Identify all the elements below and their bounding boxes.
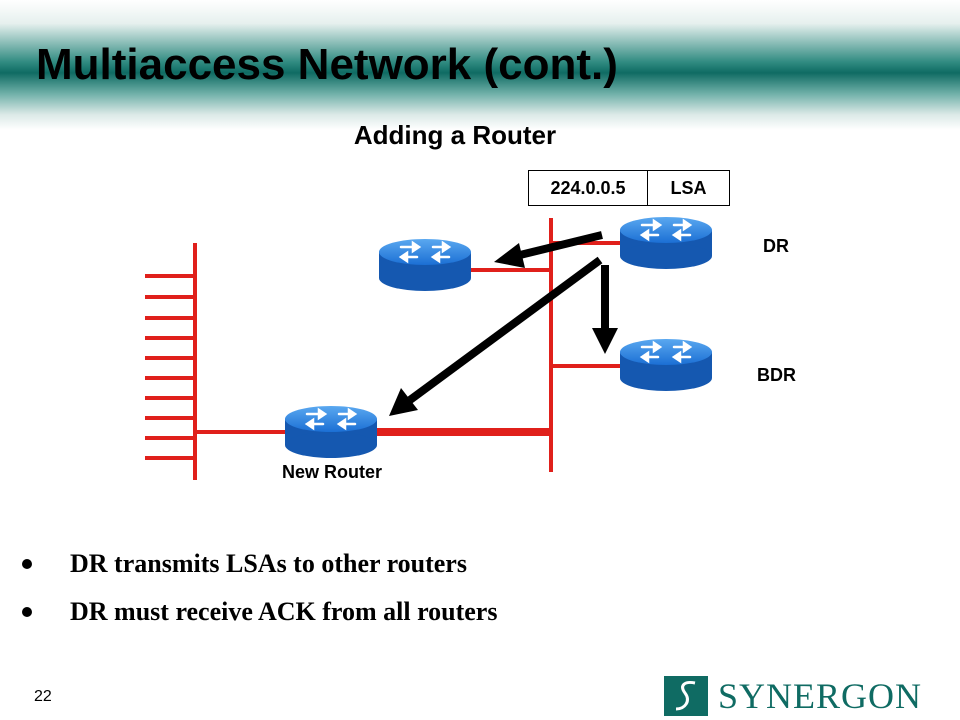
router-dr-icon [618,215,714,271]
bullet-item: DR transmits LSAs to other routers [22,540,497,588]
synergon-logo: SYNERGON [664,675,922,717]
arrow-to-new-router-icon [389,256,603,416]
router-other-icon [377,237,473,293]
bdr-label: BDR [757,365,796,385]
router-new-icon [283,404,379,460]
slide-title: Multiaccess Network (cont.) [36,40,618,89]
synergon-s-mark-icon [664,676,708,716]
page-number: 22 [34,688,52,705]
diagram-subtitle: Adding a Router [353,120,557,150]
arrow-to-bdr-icon [592,265,618,354]
arrow-to-router-icon [494,231,603,268]
bullet-dot-icon [22,607,32,617]
synergon-logo-text: SYNERGON [718,676,923,716]
left-network-segment [145,243,290,480]
new-router-label: New Router [282,462,383,482]
header-banner [0,0,960,130]
bullet-text: DR transmits LSAs to other routers [70,549,467,578]
bullet-list: DR transmits LSAs to other routers DR mu… [22,540,497,636]
bullet-item: DR must receive ACK from all routers [22,588,497,636]
lsa-arrows [389,231,618,416]
bullet-text: DR must receive ACK from all routers [70,597,498,626]
bullet-dot-icon [22,559,32,569]
dr-label: DR [763,236,789,256]
lsa-packet-type: LSA [670,177,707,198]
router-bdr-icon [618,337,714,393]
lsa-multicast-address: 224.0.0.5 [529,171,648,205]
lsa-packet: 224.0.0.5 LSA [528,170,730,206]
